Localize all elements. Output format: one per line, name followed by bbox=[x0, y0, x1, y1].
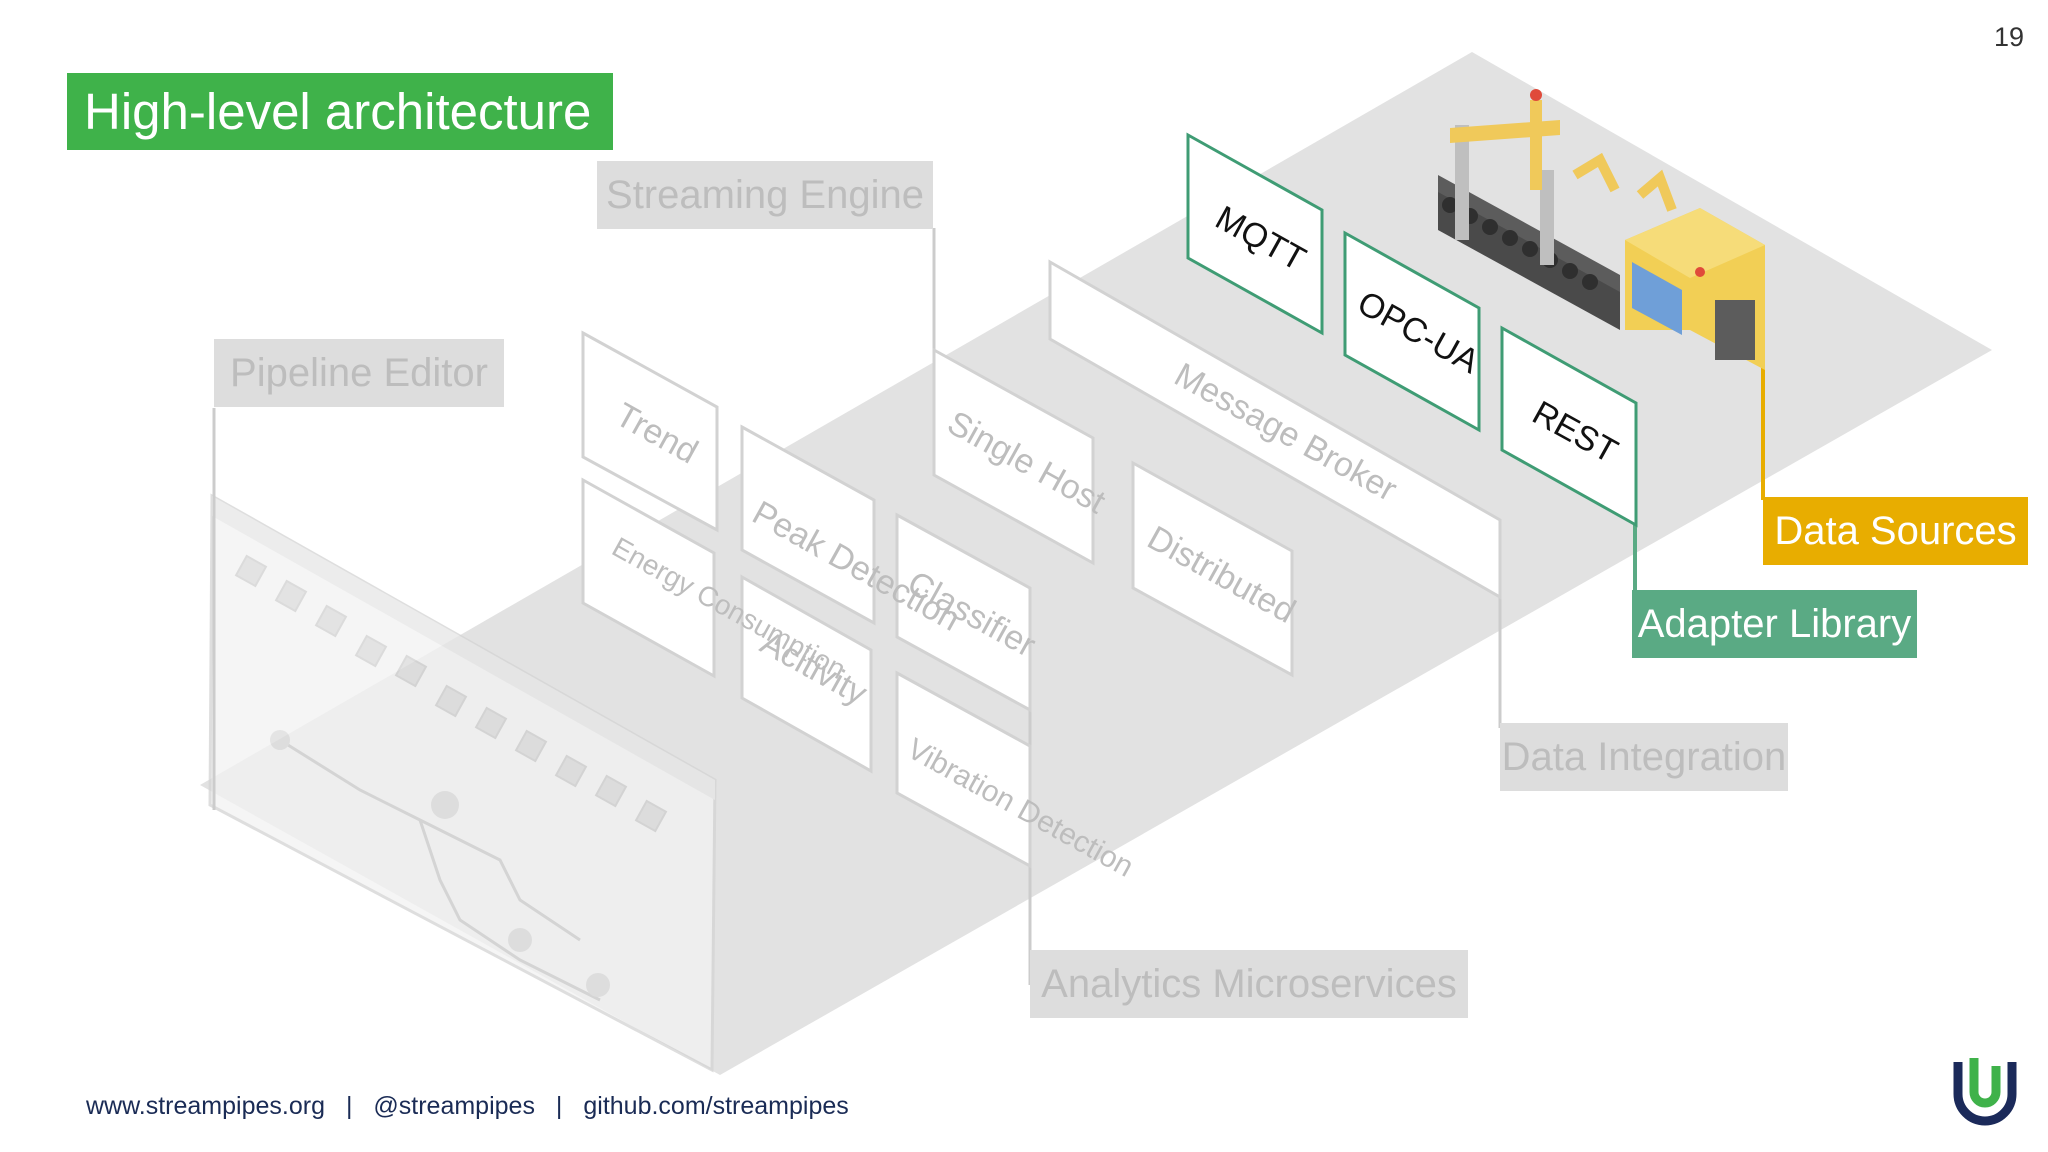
footer-github-link[interactable]: github.com/streampipes bbox=[583, 1092, 849, 1120]
footer: www.streampipes.org | @streampipes | git… bbox=[86, 1092, 849, 1121]
label-data-sources: Data Sources bbox=[1763, 497, 2028, 565]
label-pipeline-editor: Pipeline Editor bbox=[214, 339, 504, 407]
slide-number: 19 bbox=[1993, 22, 2024, 52]
footer-twitter-link[interactable]: @streampipes bbox=[373, 1092, 535, 1120]
footer-separator: | bbox=[555, 1092, 563, 1120]
label-streaming-engine: Streaming Engine bbox=[597, 161, 933, 229]
page-title: High-level architecture bbox=[67, 73, 613, 150]
label-data-integration: Data Integration bbox=[1500, 723, 1788, 791]
streampipes-logo-icon bbox=[1953, 1058, 2017, 1126]
label-adapter-library: Adapter Library bbox=[1632, 590, 1917, 658]
pipeline-editor-screenshot-icon bbox=[208, 493, 717, 1073]
label-analytics-microservices: Analytics Microservices bbox=[1030, 950, 1468, 1018]
footer-separator: | bbox=[345, 1092, 353, 1120]
footer-website-link[interactable]: www.streampipes.org bbox=[86, 1092, 325, 1120]
factory-conveyor-icon bbox=[1438, 89, 1765, 370]
